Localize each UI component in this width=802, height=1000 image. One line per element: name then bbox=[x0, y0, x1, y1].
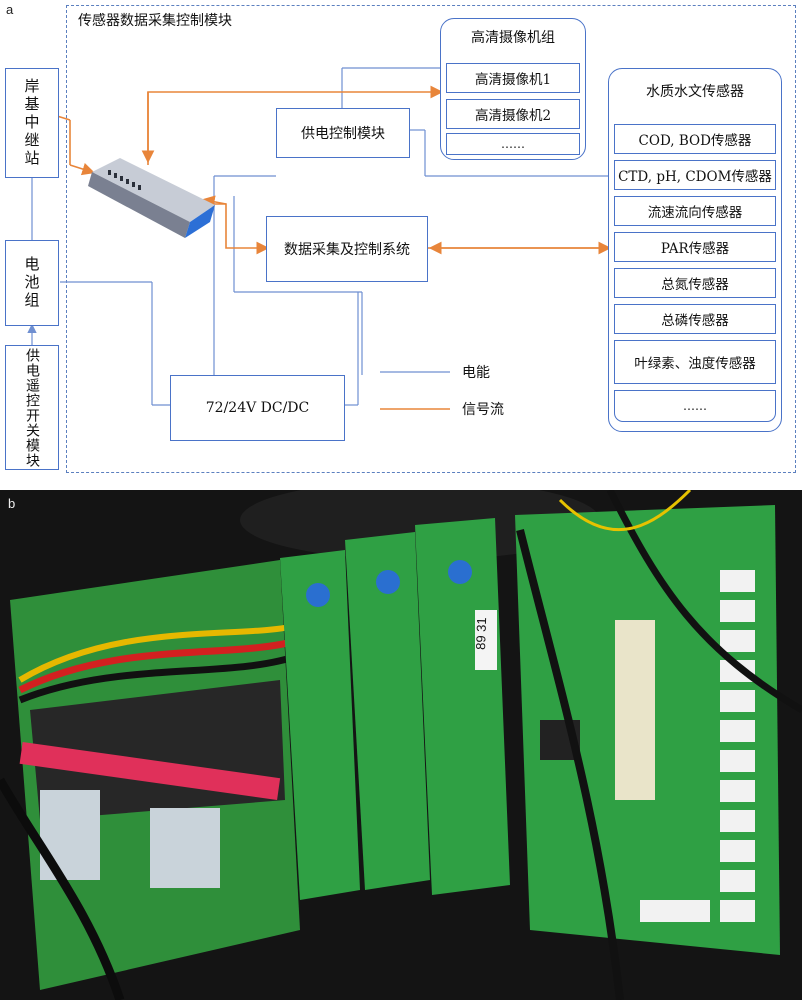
power-control-label: 供电控制模块 bbox=[301, 126, 385, 142]
camera-item: …… bbox=[446, 133, 580, 155]
connection-lines bbox=[27, 67, 612, 410]
sensor-item: COD, BOD传感器 bbox=[614, 124, 776, 154]
legend-signal: 信号流 bbox=[462, 402, 504, 418]
camera-item: 高清摄像机1 bbox=[446, 63, 580, 93]
sensor-item: 叶绿素、浊度传感器 bbox=[614, 340, 776, 384]
shore-relay-station: 岸基中继站 bbox=[5, 68, 59, 178]
power-control-module: 供电控制模块 bbox=[276, 108, 410, 158]
module-frame bbox=[66, 5, 796, 473]
battery-pack: 电池组 bbox=[5, 240, 59, 326]
sensor-item: PAR传感器 bbox=[614, 232, 776, 262]
module-frame-title: 传感器数据采集控制模块 bbox=[78, 13, 232, 29]
camera-group-title: 高清摄像机组 bbox=[471, 30, 555, 46]
dcdc-converter: 72/24V DC/DC bbox=[170, 375, 345, 441]
shore-relay-label: 岸基中继站 bbox=[22, 78, 41, 168]
panel-b-label: b bbox=[8, 496, 16, 511]
sensor-item: 流速流向传感器 bbox=[614, 196, 776, 226]
sensor-item: 总磷传感器 bbox=[614, 304, 776, 334]
network-switch-icon bbox=[88, 158, 215, 238]
panel-a-label: a bbox=[6, 2, 14, 17]
sensor-item: …… bbox=[614, 390, 776, 422]
water-sensor-group: 水质水文传感器 COD, BOD传感器 CTD, pH, CDOM传感器 流速流… bbox=[608, 68, 782, 432]
sensor-group-title: 水质水文传感器 bbox=[646, 84, 744, 100]
dcdc-label: 72/24V DC/DC bbox=[205, 400, 310, 416]
legend-power: 电能 bbox=[462, 365, 490, 381]
board-label: 89 31 bbox=[473, 617, 489, 650]
camera-item: 高清摄像机2 bbox=[446, 99, 580, 129]
daq-label: 数据采集及控制系统 bbox=[284, 242, 410, 258]
remote-switch-label: 供电遥控开关模块 bbox=[24, 347, 40, 468]
sensor-item: CTD, pH, CDOM传感器 bbox=[614, 160, 776, 190]
battery-label: 电池组 bbox=[22, 256, 41, 310]
remote-power-switch-module: 供电遥控开关模块 bbox=[5, 345, 59, 470]
data-acquisition-control-system: 数据采集及控制系统 bbox=[266, 216, 428, 282]
hardware-photo: 89 31 b bbox=[0, 490, 802, 1000]
sensor-item: 总氮传感器 bbox=[614, 268, 776, 298]
camera-group: 高清摄像机组 高清摄像机1 高清摄像机2 …… bbox=[440, 18, 586, 160]
